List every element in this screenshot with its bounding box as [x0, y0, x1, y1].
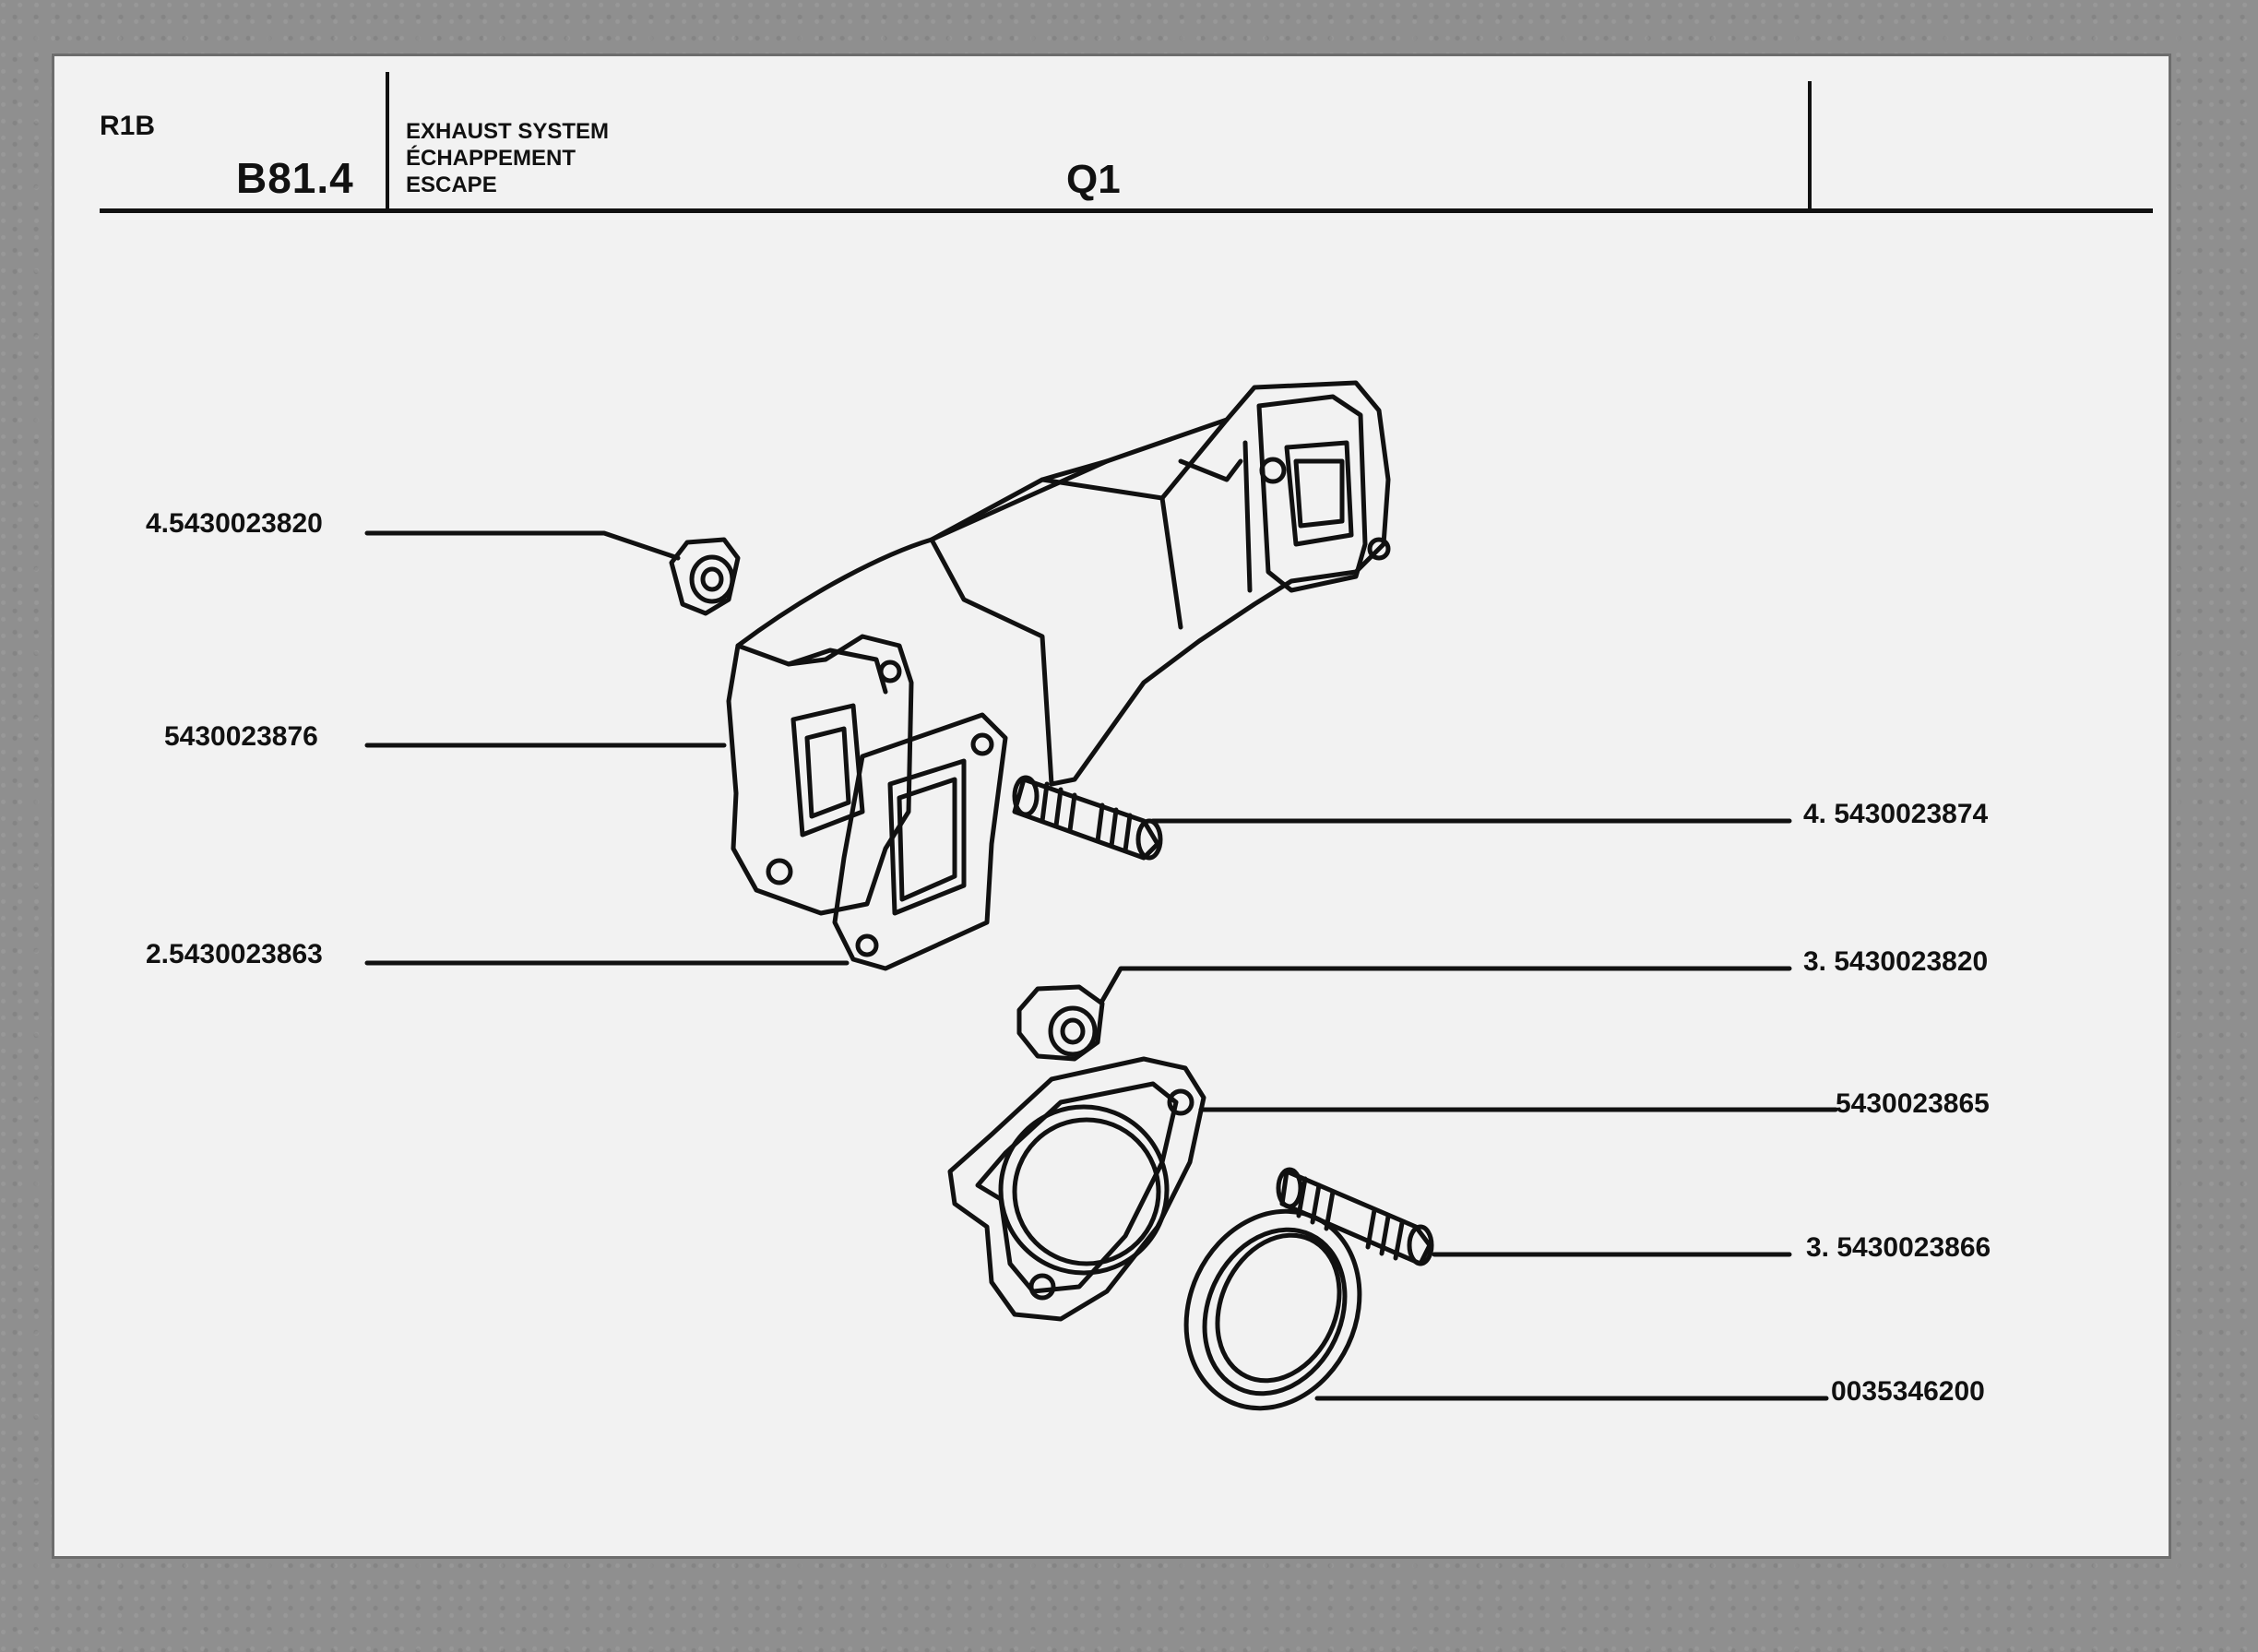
catalog-sheet: R1B B81.4 EXHAUST SYSTEM ÉCHAPPEMENT ESC… [52, 53, 2171, 1559]
part-label-nut-upper: 4.5430023820 [146, 508, 323, 539]
header-divider-right [1808, 81, 1812, 210]
part-label-sealing-ring: 0035346200 [1831, 1376, 1985, 1407]
gasket-manifold-drawing [832, 712, 1008, 971]
header-rule [100, 208, 2153, 213]
title-french: ÉCHAPPEMENT [406, 146, 576, 171]
part-label-stud-lower: 3. 5430023866 [1806, 1232, 1991, 1263]
catalog-code-main: B81.4 [236, 154, 354, 202]
flange-drawing [947, 1056, 1206, 1322]
title-english: EXHAUST SYSTEM [406, 119, 610, 144]
sealing-ring-drawing [1183, 1208, 1362, 1411]
leader-nut-lower [1099, 966, 1792, 1004]
part-label-nut-lower: 3. 5430023820 [1803, 946, 1989, 977]
stud-upper-drawing [1012, 775, 1163, 861]
part-label-stud-upper: 4. 5430023874 [1803, 799, 1989, 829]
part-label-manifold: 5430023876 [164, 721, 318, 752]
nut-lower-drawing [1016, 984, 1105, 1062]
header-divider-left [386, 72, 389, 210]
manifold-drawing [726, 380, 1391, 916]
leader-nut-upper [364, 530, 681, 561]
nut-upper-drawing [669, 537, 741, 616]
title-spanish: ESCAPE [406, 172, 497, 197]
part-label-gasket-manifold: 2.5430023863 [146, 939, 323, 969]
stud-lower-drawing [1276, 1167, 1434, 1266]
section-code: Q1 [1066, 157, 1121, 202]
catalog-code-top: R1B [100, 111, 156, 141]
section-titles: EXHAUST SYSTEM ÉCHAPPEMENT ESCAPE [406, 118, 609, 198]
part-label-flange: 5430023865 [1836, 1088, 1990, 1119]
